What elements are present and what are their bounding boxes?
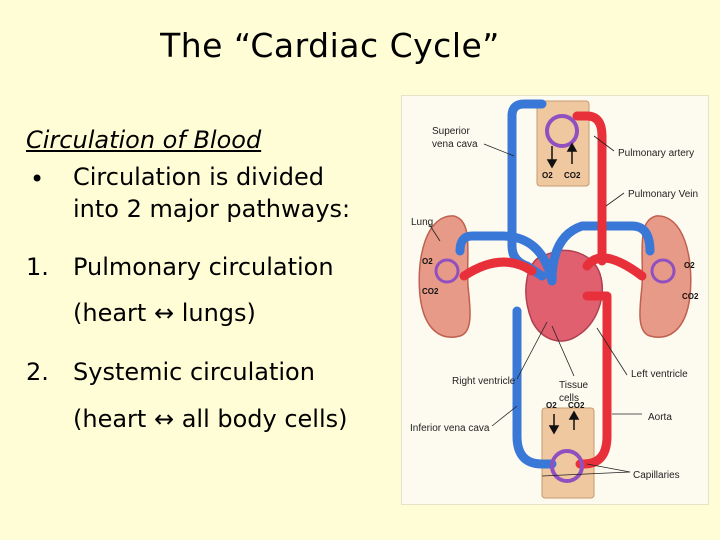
label-inferior-vena-cava: Inferior vena cava <box>410 423 490 434</box>
bullet-text-line2: into 2 major pathways: <box>73 195 351 223</box>
item1-number: 1. <box>26 253 49 281</box>
item1-detail: (heart ↔ lungs) <box>73 299 256 327</box>
label-right-ventricle: Right ventricle <box>452 376 516 387</box>
slide-title: The “Cardiac Cycle” <box>160 26 500 65</box>
lower-capillary-loop <box>550 449 584 483</box>
bullet-text-line1: Circulation is divided <box>73 163 324 191</box>
gas-co2-lower: CO2 <box>568 401 585 410</box>
label-aorta: Aorta <box>648 412 672 423</box>
circulation-diagram: O2 CO2 O2 CO2 O2 CO2 O2 CO2 Superior ven… <box>401 95 709 505</box>
label-pulmonary-vein: Pulmonary Vein <box>628 189 698 200</box>
item2-detail: (heart ↔ all body cells) <box>73 405 348 433</box>
oxygenated-vessels <box>459 111 647 469</box>
right-lung-capillary-loop <box>650 258 676 284</box>
gas-exchange-arrows <box>546 142 580 435</box>
gas-co2-upper: CO2 <box>564 171 581 180</box>
bullet-marker: • <box>30 165 45 193</box>
leader-lines <box>428 135 642 477</box>
gas-o2-left: O2 <box>422 257 433 266</box>
section-heading: Circulation of Blood <box>26 126 262 154</box>
gas-o2-upper: O2 <box>542 171 553 180</box>
label-superior-vena-cava-line2: vena cava <box>432 139 478 150</box>
gas-co2-left: CO2 <box>422 287 439 296</box>
item2-number: 2. <box>26 358 49 386</box>
label-tissue-cells-line2: cells <box>559 393 579 404</box>
item1-text: Pulmonary circulation <box>73 253 334 281</box>
gas-co2-right: CO2 <box>682 292 699 301</box>
label-capillaries: Capillaries <box>633 470 680 481</box>
label-lung: Lung <box>411 217 433 228</box>
label-pulmonary-artery: Pulmonary artery <box>618 148 694 159</box>
circulation-diagram-svg: O2 CO2 O2 CO2 O2 CO2 O2 CO2 Superior ven… <box>410 99 699 499</box>
item2-text: Systemic circulation <box>73 358 315 386</box>
left-lung-capillary-loop <box>434 258 460 284</box>
label-superior-vena-cava-line1: Superior <box>432 126 470 137</box>
label-tissue-cells-line1: Tissue <box>559 380 589 391</box>
gas-o2-lower: O2 <box>546 401 557 410</box>
upper-capillary-loop <box>545 114 579 148</box>
gas-o2-right: O2 <box>684 261 695 270</box>
deoxygenated-vessels <box>455 99 655 469</box>
label-left-ventricle: Left ventricle <box>631 369 688 380</box>
